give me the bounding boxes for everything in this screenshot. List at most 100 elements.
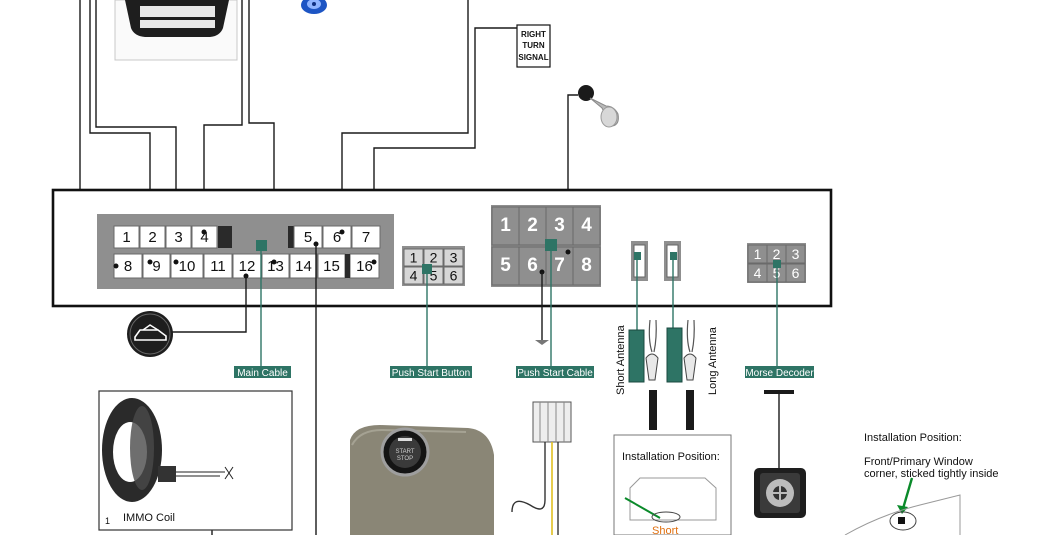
morse-decoder-tag: Morse Decoder xyxy=(745,366,814,379)
right-turn-signal-box: RIGHT TURN SIGNAL xyxy=(516,24,551,68)
svg-text:Long Antenna: Long Antenna xyxy=(707,326,719,395)
main-pin-4-label: 4 xyxy=(200,229,208,246)
push-button-pin-4-label: 4 xyxy=(410,268,418,284)
svg-text:IMMO Coil: IMMO Coil xyxy=(123,512,175,524)
push-cable-pin-4: 4 xyxy=(572,206,601,246)
push-cable-pin-1-label: 1 xyxy=(500,215,511,236)
installation-position-box: Installation Position: Short xyxy=(613,434,732,535)
main-pin-7-label: 7 xyxy=(362,229,370,246)
main-pin-6-label: 6 xyxy=(333,229,341,246)
push-cable-pin-5-label: 5 xyxy=(500,255,511,276)
push-cable-pin-3: 3 xyxy=(545,206,574,246)
push-button-pin-1: 1 xyxy=(403,248,424,267)
main-pin-6: 6 xyxy=(322,225,352,249)
push-cable-pin-3-label: 3 xyxy=(554,215,565,236)
push-button-pin-2-label: 2 xyxy=(430,250,438,266)
morse-pin-4-label: 4 xyxy=(754,265,762,281)
push-cable-pin-8: 8 xyxy=(572,246,601,286)
main-pin-16-label: 16 xyxy=(356,258,373,275)
push-button-pin-1-label: 1 xyxy=(410,250,418,266)
push-cable-pin-4-label: 4 xyxy=(581,215,592,236)
main-pin-11-label: 11 xyxy=(210,258,226,275)
push-start-button-tag: Push Start Button xyxy=(390,366,472,379)
push-cable-pin-1: 1 xyxy=(491,206,520,246)
svg-text:Installation Position:: Installation Position: xyxy=(864,432,962,444)
horn-icon xyxy=(578,85,619,128)
svg-text:SIGNAL: SIGNAL xyxy=(518,53,548,62)
start-stop-panel: START STOP xyxy=(350,425,494,535)
push-button-pin-5-label: 5 xyxy=(430,268,438,284)
main-cable-tag: Main Cable xyxy=(234,366,291,379)
push-cable-pin-5: 5 xyxy=(491,246,520,286)
main-pin-15-label: 15 xyxy=(323,258,340,275)
main-pin-5-label: 5 xyxy=(304,229,312,246)
push-cable-pin-7-label: 7 xyxy=(554,255,565,276)
morse-pin-1: 1 xyxy=(747,244,768,264)
teal-leaders xyxy=(260,251,778,366)
obd-connector xyxy=(114,0,238,61)
svg-text:Morse Decoder: Morse Decoder xyxy=(745,368,814,379)
main-pin-7: 7 xyxy=(351,225,381,249)
morse-pin-2-label: 2 xyxy=(773,246,781,262)
trunk-icon xyxy=(127,311,173,357)
push-cable-pin-2-label: 2 xyxy=(527,215,538,236)
long-antenna: Long Antenna xyxy=(666,319,719,430)
main-pin-10: 10 xyxy=(170,253,204,279)
main-pin-9-label: 9 xyxy=(152,258,160,275)
short-antenna: Short Antenna xyxy=(615,319,659,430)
main-pin-15: 15 xyxy=(317,253,346,279)
push-button-pin-2: 2 xyxy=(423,248,444,267)
push-start-harness xyxy=(511,401,572,535)
main-pin-3: 3 xyxy=(165,225,192,249)
morse-pin-6: 6 xyxy=(785,263,806,283)
svg-text:Short: Short xyxy=(652,525,678,535)
push-cable-pin-6: 6 xyxy=(518,246,547,286)
svg-text:Push Start Cable: Push Start Cable xyxy=(517,368,593,379)
main-pin-13-label: 13 xyxy=(267,258,284,275)
svg-text:STOP: STOP xyxy=(397,456,413,462)
main-pin-10-label: 10 xyxy=(179,258,196,275)
push-button-pin-6: 6 xyxy=(443,266,464,285)
push-cable-pin-6-label: 6 xyxy=(527,255,538,276)
main-pin-8-label: 8 xyxy=(124,258,132,275)
main-pin-16: 16 xyxy=(349,253,380,279)
push-start-cable-tag: Push Start Cable xyxy=(516,366,594,379)
main-pin-3-label: 3 xyxy=(174,229,182,246)
main-pin-2: 2 xyxy=(139,225,166,249)
morse-pin-1-label: 1 xyxy=(754,246,762,262)
immo-coil-box: IMMO Coil 1 xyxy=(98,390,293,531)
main-pin-9: 9 xyxy=(142,253,171,279)
svg-text:START: START xyxy=(395,449,414,455)
morse-decoder-unit xyxy=(754,390,806,518)
main-pin-1: 1 xyxy=(113,225,140,249)
push-button-pin-3: 3 xyxy=(443,248,464,267)
main-pin-13: 13 xyxy=(261,253,290,279)
push-button-pin-4: 4 xyxy=(403,266,424,285)
morse-pin-4: 4 xyxy=(747,263,768,283)
svg-text:Main Cable: Main Cable xyxy=(237,368,288,379)
svg-text:Installation Position:: Installation Position: xyxy=(622,451,720,463)
led-indicator-icon xyxy=(301,0,327,14)
main-pin-14: 14 xyxy=(289,253,318,279)
svg-text:RIGHT: RIGHT xyxy=(521,30,546,39)
window-install-note: Installation Position: Front/Primary Win… xyxy=(844,432,999,535)
svg-text:Short Antenna: Short Antenna xyxy=(615,324,627,395)
main-pin-2-label: 2 xyxy=(148,229,156,246)
svg-text:Front/Primary Window: Front/Primary Window xyxy=(864,456,973,468)
main-pin-14-label: 14 xyxy=(295,258,312,275)
main-pin-4: 4 xyxy=(191,225,218,249)
morse-pin-3-label: 3 xyxy=(792,246,800,262)
svg-text:corner, sticked tightly inside: corner, sticked tightly inside xyxy=(864,468,999,480)
main-pin-1-label: 1 xyxy=(122,229,130,246)
morse-pin-6-label: 6 xyxy=(792,265,800,281)
morse-pin-3: 3 xyxy=(785,244,806,264)
svg-text:1: 1 xyxy=(105,516,110,526)
main-pin-12-label: 12 xyxy=(239,258,256,275)
main-pin-11: 11 xyxy=(203,253,233,279)
push-button-pin-3-label: 3 xyxy=(450,250,458,266)
junction-markers xyxy=(256,239,781,274)
svg-text:Push Start Button: Push Start Button xyxy=(392,368,470,379)
